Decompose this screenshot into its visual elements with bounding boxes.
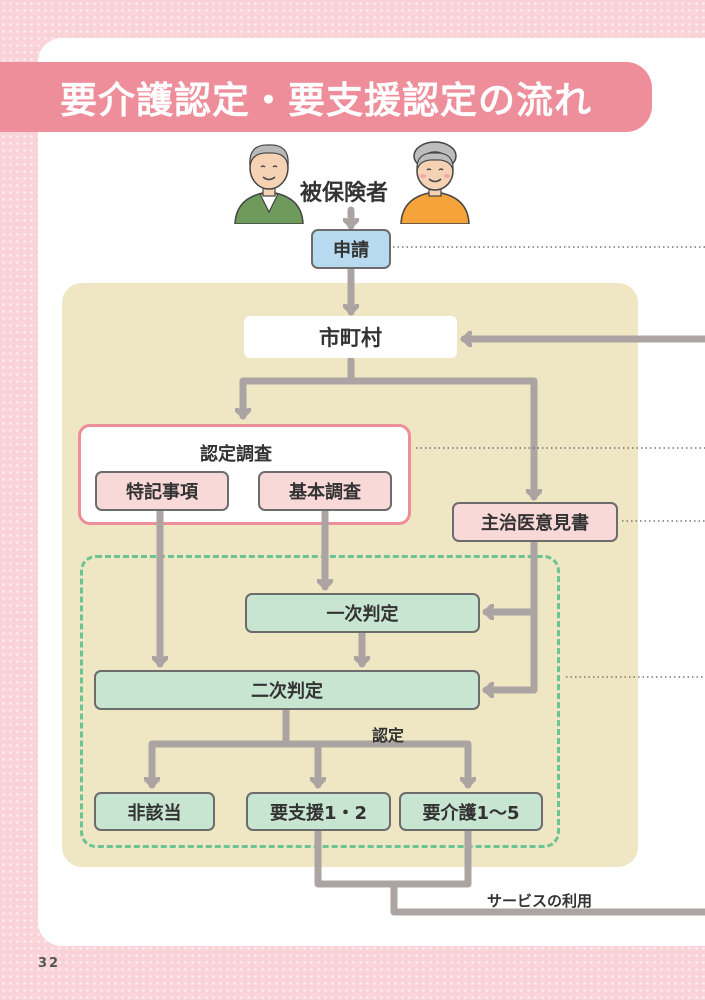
arrow-to-care bbox=[314, 740, 468, 789]
insured-label: 被保険者 bbox=[300, 181, 389, 206]
arrow-to-support bbox=[282, 740, 318, 789]
special-notes-node: 特記事項 bbox=[95, 471, 229, 511]
not-applicable-node: 非該当 bbox=[94, 792, 215, 831]
care-needed-node: 要介護1～5 bbox=[399, 792, 543, 831]
service-use-label: サービスの利用 bbox=[487, 892, 593, 910]
certification-label: 認定 bbox=[372, 726, 405, 745]
support-needed-node: 要支援1・2 bbox=[246, 792, 391, 831]
line-care-to-service bbox=[390, 826, 472, 888]
page-number: 32 bbox=[38, 956, 61, 971]
secondary-judgment-node: 二次判定 bbox=[94, 670, 480, 710]
arrow-municipality-branch-doctor bbox=[347, 377, 534, 501]
basic-survey-node: 基本調査 bbox=[258, 471, 392, 511]
arrow-doctor-to-primary bbox=[482, 537, 538, 612]
page-title: 要介護認定・要支援認定の流れ bbox=[0, 62, 652, 132]
arrow-doctor-to-secondary bbox=[482, 608, 538, 690]
arrow-municipality-branch-survey bbox=[243, 356, 355, 420]
application-node: 申請 bbox=[311, 229, 391, 269]
arrow-secondary-branch bbox=[152, 706, 290, 789]
survey-label: 認定調査 bbox=[200, 444, 272, 465]
primary-judgment-node: 一次判定 bbox=[245, 593, 480, 633]
municipality-node: 市町村 bbox=[244, 316, 457, 358]
elderly-woman-icon bbox=[400, 141, 470, 224]
doctor-opinion-node: 主治医意見書 bbox=[452, 502, 618, 542]
elderly-man-icon bbox=[234, 144, 304, 224]
